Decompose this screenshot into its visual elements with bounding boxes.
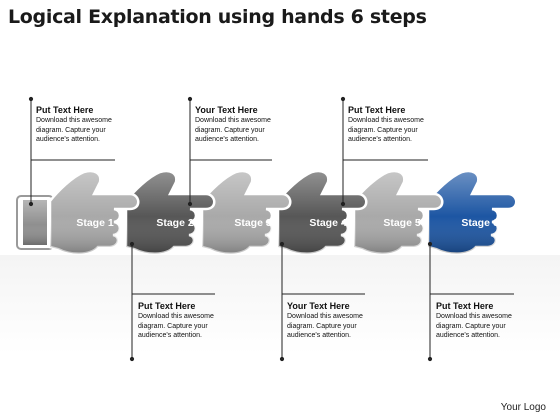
stage-1-label: Stage 1 [76,217,114,229]
callout-heading: Your Text Here [195,105,258,115]
callout-body: Download this awesome diagram. Capture y… [195,117,271,143]
callout-body: Download this awesome diagram. Capture y… [348,117,424,143]
callout-body: Download this awesome diagram. Capture y… [36,117,112,143]
callout-top-2: Your Text Here Download this awesome dia… [195,105,275,145]
connector-bottom-3 [427,241,514,362]
callout-bottom-2: Your Text Here Download this awesome dia… [287,301,367,341]
connector-top-1 [28,96,115,207]
stage-2-label: Stage 2 [156,217,194,229]
cuff [16,195,54,250]
callout-heading: Your Text Here [287,301,350,311]
callout-heading: Put Text Here [36,105,94,115]
connector-bottom-2 [279,241,365,362]
callout-body: Download this awesome diagram. Capture y… [287,313,363,339]
callout-heading: Put Text Here [436,301,494,311]
page-title: Logical Explanation using hands 6 steps [8,6,427,28]
stage-5-label: Stage 5 [383,217,421,229]
stage-3-label: Stage 3 [234,217,272,229]
callout-top-1: Put Text Here Download this awesome diag… [36,105,116,145]
callout-bottom-1: Put Text Here Download this awesome diag… [138,301,218,341]
callout-body: Download this awesome diagram. Capture y… [138,313,214,339]
callout-heading: Put Text Here [348,105,406,115]
connector-top-2 [187,96,272,207]
callout-top-3: Put Text Here Download this awesome diag… [348,105,428,145]
callout-heading: Put Text Here [138,301,196,311]
callout-bottom-3: Put Text Here Download this awesome diag… [436,301,516,341]
stage-6-label: Stage 6 [461,217,499,229]
floor-reflection [0,255,560,420]
hand-6 [426,169,518,255]
connector-top-3 [340,96,428,207]
stage-4-label: Stage 4 [309,217,347,229]
logo-placeholder: Your Logo [500,402,546,413]
callout-body: Download this awesome diagram. Capture y… [436,313,512,339]
connector-bottom-1 [129,241,215,362]
